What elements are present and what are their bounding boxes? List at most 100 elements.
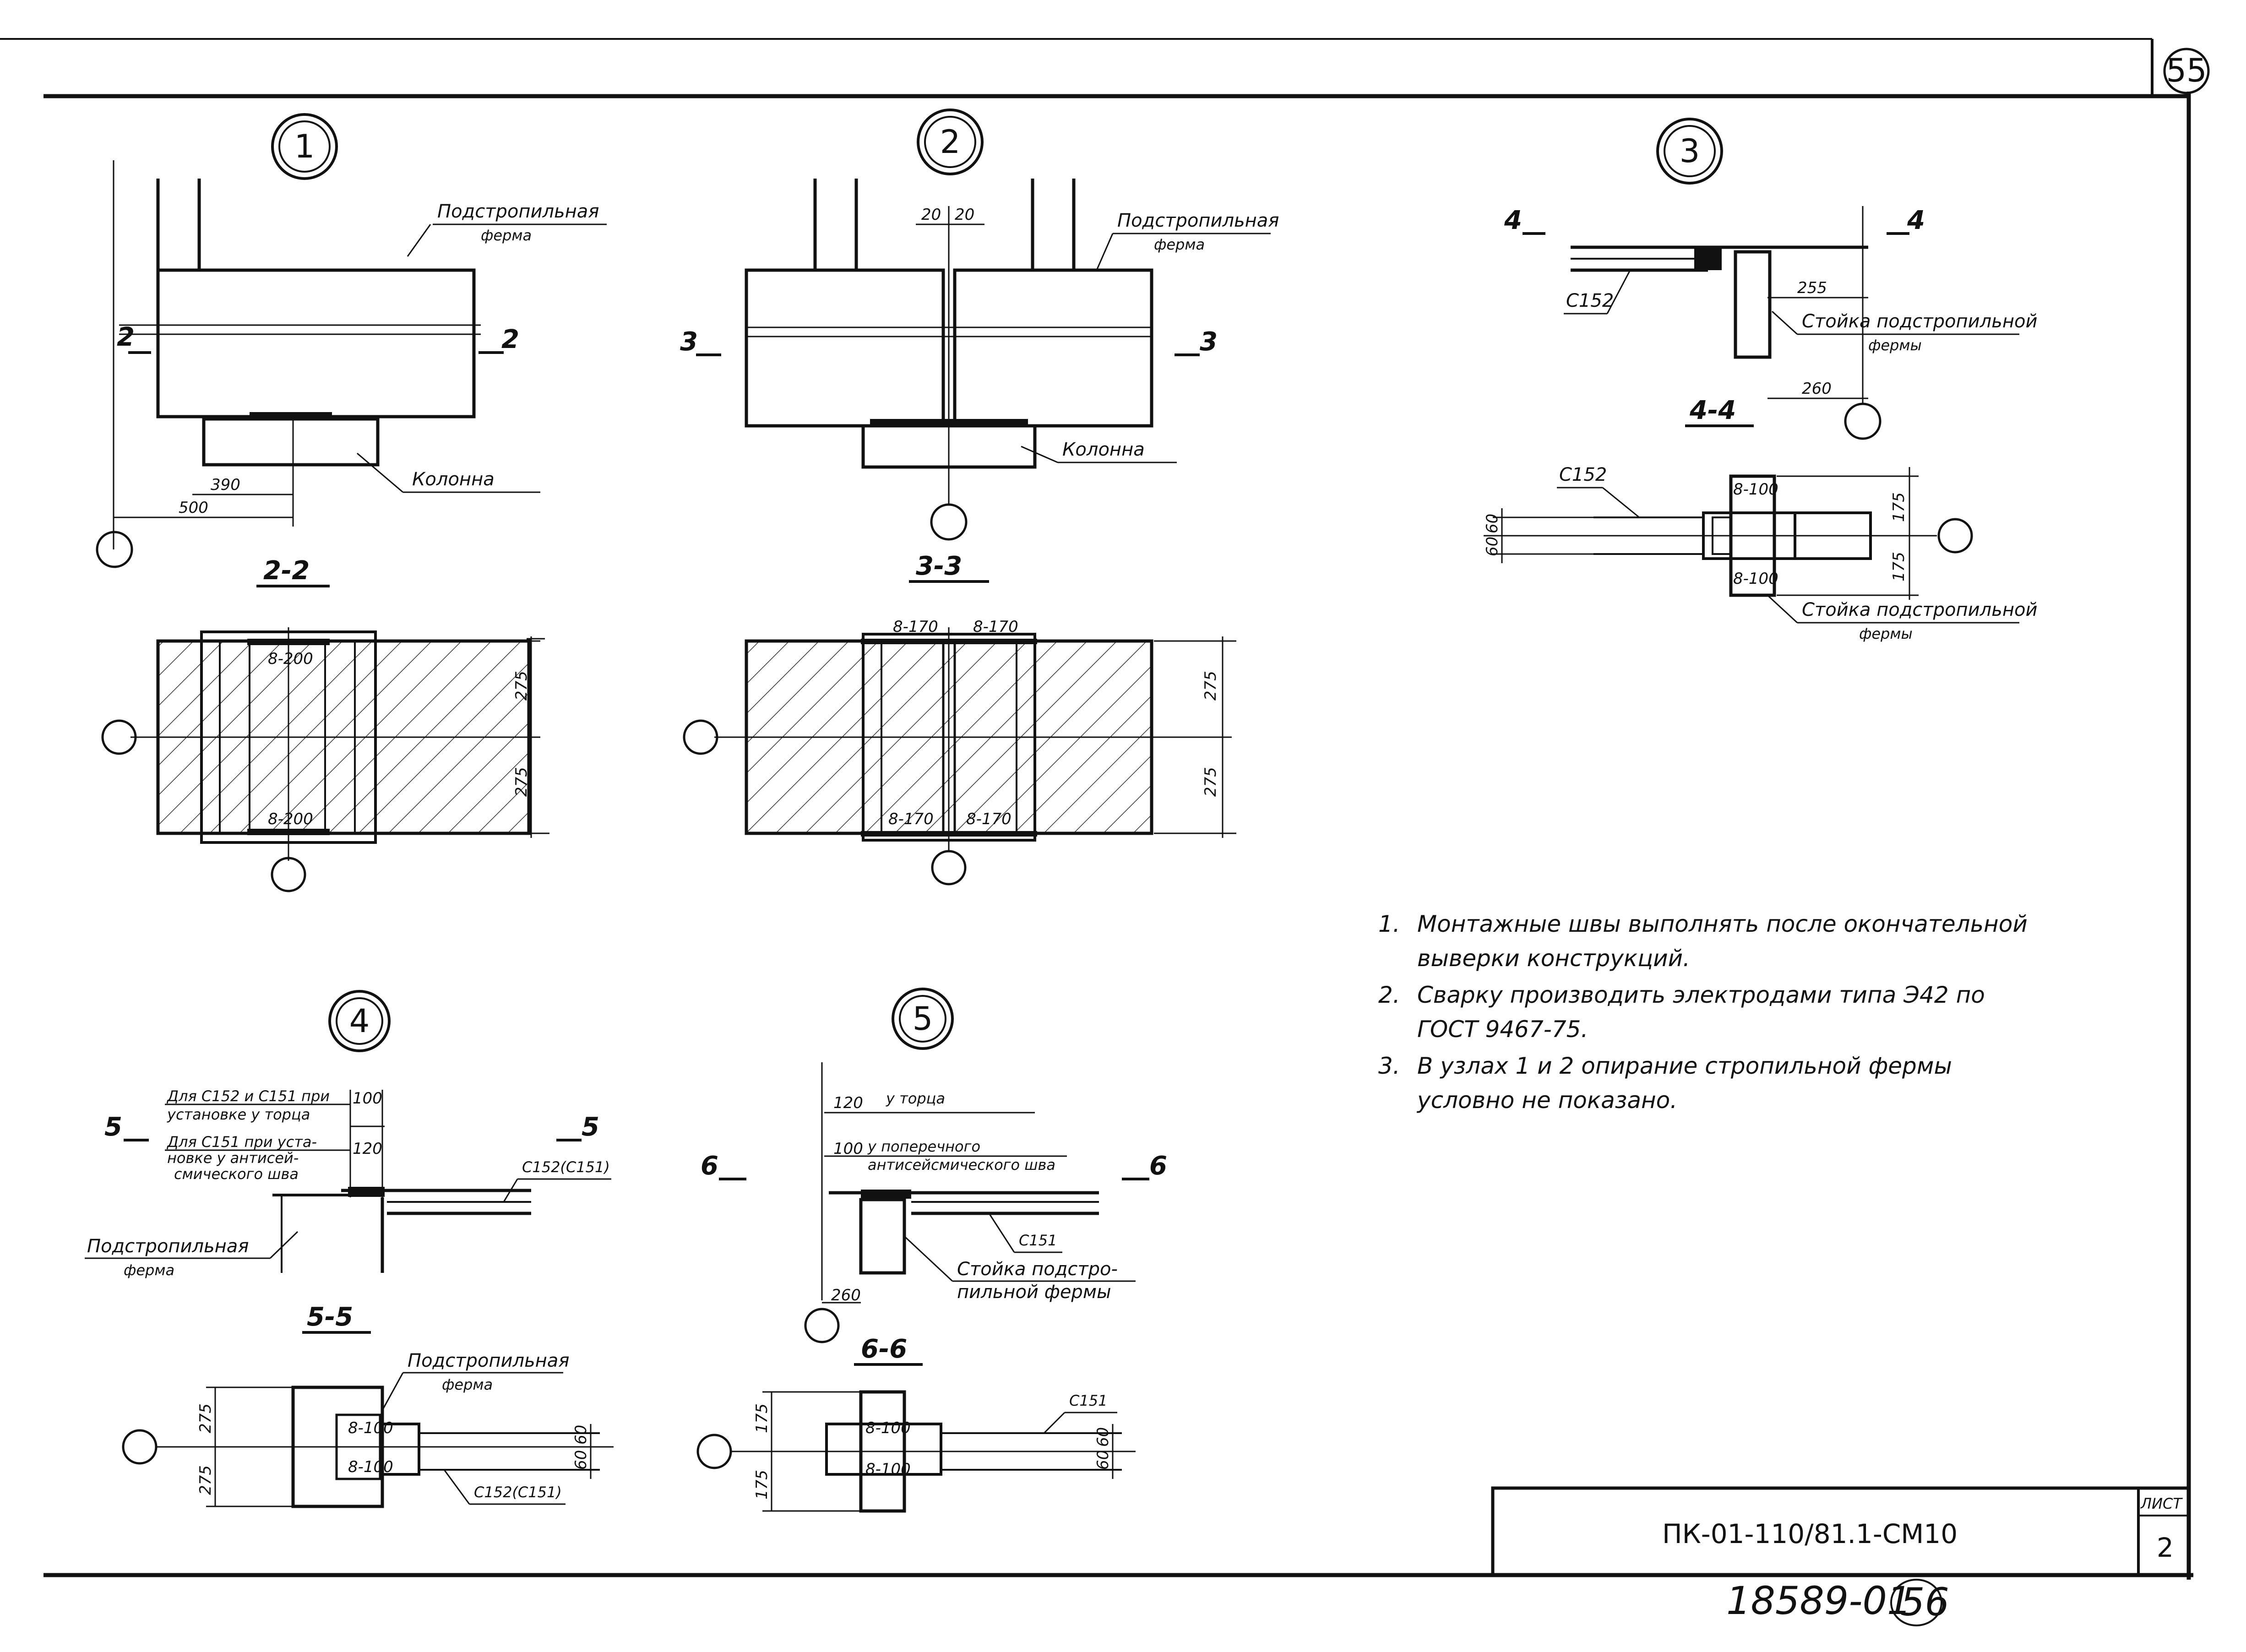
node-2-number: 2	[940, 123, 961, 161]
section-6-6-weld-top: 8-100	[865, 1419, 911, 1437]
section-4-4-dim-175-bottom: 175	[1890, 552, 1908, 581]
note-2-line-2: ГОСТ 9467-75.	[1417, 1016, 1588, 1043]
node-3-c152-label: С152	[1566, 290, 1614, 311]
section-4-4-dim-60-a: 60	[1483, 514, 1501, 533]
node-4-dim-100: 100	[353, 1089, 382, 1108]
sheet-number: 2	[2157, 1532, 2174, 1563]
section-4-4-weld-top: 8-100	[1733, 480, 1778, 499]
node-2-cut-right: 3	[1200, 327, 1218, 357]
note-2-number: 2.	[1378, 982, 1400, 1008]
section-5-5-title: 5-5	[307, 1302, 353, 1332]
node-3-number: 3	[1680, 132, 1700, 170]
section-5-5-rafter-label: С152(С151)	[474, 1484, 562, 1501]
node-1-cut-left: 2	[117, 322, 135, 352]
section-5-5-dim-275-top: 275	[196, 1403, 215, 1433]
node-4-truss-label-2: ферма	[124, 1261, 174, 1279]
node-5-c151-label: С151	[1019, 1232, 1057, 1249]
node-1-detail: 1 Подстропильная ферма Колонна 2 2 390 5…	[96, 113, 607, 568]
note-1-line-1: Монтажные швы выполнять после окончатель…	[1417, 911, 2028, 937]
node-2-dim-20-right: 20	[955, 206, 974, 224]
section-3-3-title: 3-3	[916, 551, 962, 581]
section-5-5-weld-top: 8-100	[348, 1419, 393, 1437]
node-3-post-label: Стойка подстропильной	[1802, 311, 2037, 332]
node-1-cut-right: 2	[501, 325, 519, 354]
section-4-4-title: 4-4	[1689, 396, 1736, 425]
node-2-detail: 2 20 20 Подстропильная ферма Колонна 3 3	[680, 109, 1279, 541]
node-4-cut-left: 5	[104, 1112, 122, 1142]
title-block: ЛИСТ 2 ПК-01-110/81.1-СМ10 18589-01 56	[1491, 1486, 2191, 1626]
section-2-2-weld-top: 8-200	[268, 650, 313, 668]
node-4-number: 4	[349, 1002, 370, 1040]
document-code: ПК-01-110/81.1-СМ10	[1662, 1518, 1958, 1549]
node-4-truss-label: Подстропильная	[87, 1236, 249, 1257]
node-4-cut-right: 5	[582, 1112, 599, 1142]
section-4-4-post-label-2: фермы	[1859, 625, 1913, 642]
node-5-dim-120: 120	[833, 1094, 863, 1112]
node-5-post-label-1: Стойка подстро-	[957, 1259, 1118, 1280]
section-6-6: 6-6 8-100 8-100 С151 175 175 60 60	[696, 1334, 1136, 1513]
section-5-5-dim-60-a: 60	[572, 1425, 590, 1445]
section-5-5-dim-275-bottom: 275	[196, 1465, 215, 1495]
node-1-dim-500: 500	[179, 499, 208, 517]
section-2-2-title: 2-2	[263, 556, 310, 586]
section-3-3-weld-top-left: 8-170	[893, 618, 938, 636]
node-1-truss-label: Подстропильная	[437, 201, 599, 222]
node-4-note-a-1: Для С152 и С151 при	[166, 1087, 330, 1105]
section-4-4-dim-60-b: 60	[1483, 537, 1501, 556]
node-5-joint-label-1: у поперечного	[867, 1138, 980, 1155]
section-6-6-dim-175-bottom: 175	[753, 1470, 771, 1500]
node-4-dim-120: 120	[353, 1140, 382, 1158]
note-1-line-2: выверки конструкций.	[1417, 945, 1690, 972]
node-3-dim-260: 260	[1802, 380, 1832, 398]
note-3-number: 3.	[1378, 1053, 1400, 1079]
node-3-dim-255: 255	[1797, 279, 1827, 297]
section-6-6-c151-label: С151	[1069, 1392, 1107, 1409]
page-number: 55	[2166, 52, 2207, 89]
section-4-4-weld-bottom: 8-100	[1733, 570, 1778, 588]
node-5-at-end-label: у торца	[886, 1090, 945, 1107]
note-1-number: 1.	[1378, 911, 1400, 937]
node-5-detail: 5 120 у торца 100 у поперечного антисейс…	[701, 988, 1167, 1343]
node-1-number: 1	[294, 128, 315, 165]
section-4-4-post-label: Стойка подстропильной	[1802, 599, 2037, 620]
node-1-column-label: Колонна	[412, 469, 495, 490]
section-3-3-dim-275-top: 275	[1202, 671, 1220, 701]
node-2-column-label: Колонна	[1062, 439, 1145, 460]
node-4-note-a-2: установке у торца	[167, 1106, 310, 1123]
section-5-5-dim-60-b: 60	[572, 1450, 590, 1470]
section-4-4-c152-label: С152	[1559, 464, 1607, 485]
section-6-6-dim-60-a: 60	[1094, 1427, 1112, 1447]
archive-page: 56	[1900, 1580, 1949, 1625]
section-3-3-weld-bottom-left: 8-170	[888, 810, 934, 828]
general-notes: 1. Монтажные швы выполнять после окончат…	[1378, 911, 2028, 1114]
note-3-line-2: условно не показано.	[1416, 1087, 1677, 1114]
node-4-note-b-3: смического шва	[174, 1165, 299, 1183]
node-3-detail: 3 4 4 С152 255 Стойка подстропильной фер…	[1504, 118, 2037, 440]
node-3-cut-right: 4	[1907, 206, 1925, 235]
section-3-3-weld-top-right: 8-170	[973, 618, 1018, 636]
section-6-6-dim-60-b: 60	[1094, 1450, 1112, 1470]
node-4-rafter-label: С152(С151)	[522, 1158, 610, 1176]
section-4-4: 4-4 8-100 8-100 С152 60 60 175 175 Стойк…	[1483, 396, 2037, 642]
section-6-6-title: 6-6	[861, 1334, 907, 1364]
node-5-cut-right: 6	[1149, 1151, 1167, 1181]
section-5-5: 5-5 8-100 8-100 Подстропильная ферма С15…	[122, 1302, 614, 1508]
section-6-6-weld-bottom: 8-100	[865, 1460, 911, 1478]
section-3-3-dim-275-bottom: 275	[1202, 767, 1220, 797]
section-2-2-dim-275-bottom: 275	[512, 767, 531, 797]
section-6-6-dim-175-top: 175	[753, 1403, 771, 1433]
section-4-4-dim-175-top: 175	[1890, 492, 1908, 522]
sheet-label: ЛИСТ	[2140, 1495, 2183, 1512]
node-3-post-label-2: фермы	[1868, 337, 1922, 354]
section-2-2-weld-bottom: 8-200	[268, 810, 313, 828]
page-number-circle: 55	[2163, 48, 2210, 94]
node-5-number: 5	[913, 1000, 933, 1038]
section-3-3: 3-3 8-170 8-170 8-170 8-170 275 275	[683, 551, 1236, 886]
node-5-post-label-2: пильной фермы	[957, 1282, 1111, 1303]
section-2-2: 2-2 8-200 8-200 275 275	[101, 556, 549, 892]
node-5-joint-label-2: антисейсмического шва	[868, 1156, 1055, 1174]
section-5-5-truss-label-2: ферма	[442, 1376, 493, 1393]
node-2-cut-left: 3	[680, 327, 698, 357]
note-3-line-1: В узлах 1 и 2 опирание стропильной фермы	[1417, 1053, 1952, 1079]
